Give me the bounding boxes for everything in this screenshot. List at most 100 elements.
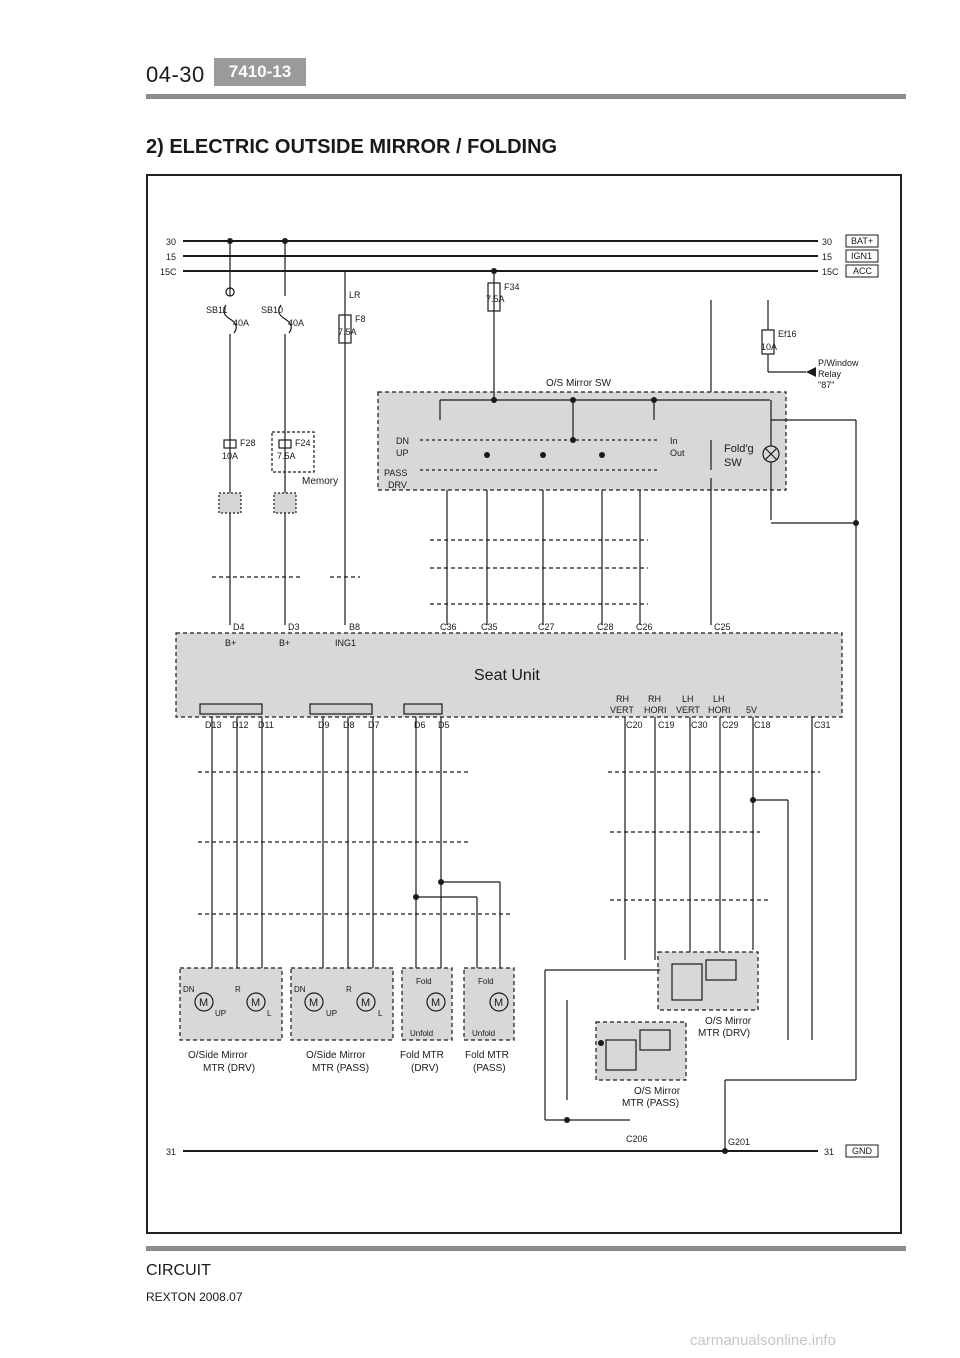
motor-glyph-4: M xyxy=(361,997,370,1009)
fold-sw-label-2: SW xyxy=(724,457,742,469)
fuse-f8-rating: 7.5A xyxy=(338,327,357,337)
pin-c18: C18 xyxy=(754,720,771,730)
rail-label-30-right: 30 xyxy=(822,237,832,247)
relay-label-2: Relay xyxy=(818,369,842,379)
pin-d9: D9 xyxy=(318,720,330,730)
header-rule xyxy=(146,94,906,99)
fold-pass-fold: Fold xyxy=(478,977,494,986)
watermark: carmanualsonline.info xyxy=(690,1332,836,1349)
sensor-rh-hori-2: HORI xyxy=(644,705,667,715)
fold-sw-label-1: Fold'g xyxy=(724,443,754,455)
pin-c36: C36 xyxy=(440,622,457,632)
footer-model: REXTON 2008.07 xyxy=(146,1290,243,1304)
motor-pass-dn: DN xyxy=(294,985,306,994)
fold-pass-caption-2: (PASS) xyxy=(473,1063,506,1074)
pin-c30: C30 xyxy=(691,720,708,730)
rail-label-15c-left: 15C xyxy=(160,267,177,277)
motor-pass-caption-1: O/Side Mirror xyxy=(306,1050,366,1061)
sensor-lh-hori-1: LH xyxy=(713,694,725,704)
fold-pass-caption-1: Fold MTR xyxy=(465,1050,509,1061)
pin-d6: D6 xyxy=(414,720,426,730)
motor-drv-dn: DN xyxy=(183,985,195,994)
rail-label-15-right: 15 xyxy=(822,252,832,262)
sensor-drv-caption-2: MTR (DRV) xyxy=(698,1028,750,1039)
ign1-label: IGN1 xyxy=(851,251,872,261)
motor-pass-caption-2: MTR (PASS) xyxy=(312,1063,369,1074)
sensor-rh-hori-1: RH xyxy=(648,694,661,704)
footer-section: CIRCUIT xyxy=(146,1262,211,1279)
motor-drv-r: R xyxy=(235,985,241,994)
sensor-rh-vert-1: RH xyxy=(616,694,629,704)
fuse-sb10-rating: 40A xyxy=(288,318,304,328)
sensor-pass-caption-2: MTR (PASS) xyxy=(622,1098,679,1109)
pin-c25: C25 xyxy=(714,622,731,632)
motor-drv-caption-2: MTR (DRV) xyxy=(203,1063,255,1074)
ground-connector-label: C206 xyxy=(626,1134,648,1144)
rail-label-15c-right: 15C xyxy=(822,267,839,277)
fold-drv-caption-2: (DRV) xyxy=(411,1063,439,1074)
motor-drv-caption-1: O/Side Mirror xyxy=(188,1050,248,1061)
sensor-lh-hori-2: HORI xyxy=(708,705,731,715)
fuse-f28-rating: 10A xyxy=(222,451,238,461)
fuse-f34-name: F34 xyxy=(504,282,520,292)
diagram-frame xyxy=(146,174,902,1234)
ground-point-label: G201 xyxy=(728,1137,750,1147)
rail-label-15-left: 15 xyxy=(166,252,176,262)
pin-b8: B8 xyxy=(349,622,360,632)
b-plus-2: B+ xyxy=(279,638,290,648)
motor-glyph-6: M xyxy=(494,997,503,1009)
fuse-sb11-name: SB11 xyxy=(206,305,227,315)
section-code-badge: 7410-13 xyxy=(214,58,306,86)
fuse-f24-name: F24 xyxy=(295,438,311,448)
relay-label-1: P/Window xyxy=(818,358,859,368)
pin-d12: D12 xyxy=(232,720,249,730)
pin-d7: D7 xyxy=(368,720,380,730)
pin-c28: C28 xyxy=(597,622,614,632)
motor-glyph-5: M xyxy=(431,997,440,1009)
sensor-lh-vert-2: VERT xyxy=(676,705,700,715)
sensor-pass-caption-1: O/S Mirror xyxy=(634,1086,681,1097)
pin-d8: D8 xyxy=(343,720,355,730)
fuse-f28-name: F28 xyxy=(240,438,256,448)
f8-wire-label: LR xyxy=(349,290,361,300)
switch-in: In xyxy=(670,436,678,446)
pin-d4: D4 xyxy=(233,622,245,632)
seat-unit-title: Seat Unit xyxy=(474,667,540,684)
fuse-f24-rating: 7.5A xyxy=(277,451,296,461)
motor-drv-l: L xyxy=(267,1009,272,1018)
sensor-drv-caption-1: O/S Mirror xyxy=(705,1016,752,1027)
fuse-f8-name: F8 xyxy=(355,314,366,324)
motor-pass-r: R xyxy=(346,985,352,994)
motor-drv-up: UP xyxy=(215,1009,226,1018)
pin-d3: D3 xyxy=(288,622,300,632)
switch-title: O/S Mirror SW xyxy=(546,378,612,389)
pin-c20: C20 xyxy=(626,720,643,730)
relay-arrow xyxy=(806,367,816,377)
pin-d11: D11 xyxy=(258,720,274,730)
ing1-label: ING1 xyxy=(335,638,356,648)
motor-glyph-2: M xyxy=(251,997,260,1009)
rail-label-30-left: 30 xyxy=(166,237,176,247)
sensor-5v: 5V xyxy=(746,705,757,715)
memory-label: Memory xyxy=(302,476,338,487)
fold-drv-fold: Fold xyxy=(416,977,432,986)
fuse-ef16-rating: 10A xyxy=(761,342,777,352)
pin-c27: C27 xyxy=(538,622,555,632)
fold-drv-unfold: Unfold xyxy=(410,1029,433,1038)
relay-label-3: "87" xyxy=(818,380,834,390)
switch-out: Out xyxy=(670,448,685,458)
pin-d13: D13 xyxy=(205,720,222,730)
fold-drv-caption-1: Fold MTR xyxy=(400,1050,444,1061)
ground-label-left: 31 xyxy=(166,1147,176,1157)
acc-label: ACC xyxy=(853,266,873,276)
switch-up: UP xyxy=(396,448,409,458)
fuse-sb10-name: SB10 xyxy=(261,305,283,315)
b-plus-1: B+ xyxy=(225,638,236,648)
motor-pass-up: UP xyxy=(326,1009,337,1018)
pin-c26: C26 xyxy=(636,622,653,632)
pin-c29: C29 xyxy=(722,720,739,730)
fuse-ef16-name: Ef16 xyxy=(778,329,797,339)
motor-glyph-3: M xyxy=(309,997,318,1009)
fuse-f34-rating: 7.5A xyxy=(486,294,505,304)
switch-pass: PASS xyxy=(384,468,407,478)
